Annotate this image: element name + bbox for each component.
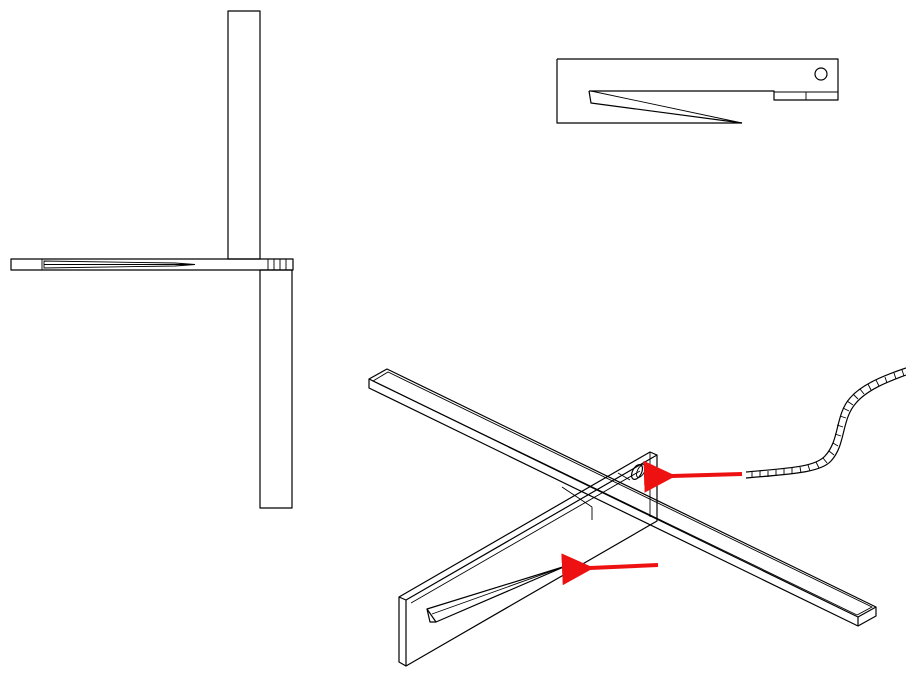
upper-bar — [227, 10, 261, 260]
isometric-view — [368, 367, 906, 667]
wedge-top — [43, 260, 196, 269]
spring-cable — [745, 367, 906, 479]
side-wedge — [588, 90, 743, 124]
side-body-top — [557, 58, 839, 101]
lower-bar — [259, 269, 293, 509]
wedge-blade — [426, 565, 567, 623]
side-view — [556, 58, 839, 124]
red-arrow-icon — [643, 460, 743, 493]
pivot-hole-icon — [630, 464, 644, 480]
top-view — [10, 10, 294, 509]
red-arrow-icon — [561, 553, 659, 586]
horizontal-bar — [10, 258, 294, 271]
channel-bar — [368, 368, 877, 627]
pivot-hole-icon — [814, 67, 828, 81]
side-body-bottom — [556, 59, 742, 124]
